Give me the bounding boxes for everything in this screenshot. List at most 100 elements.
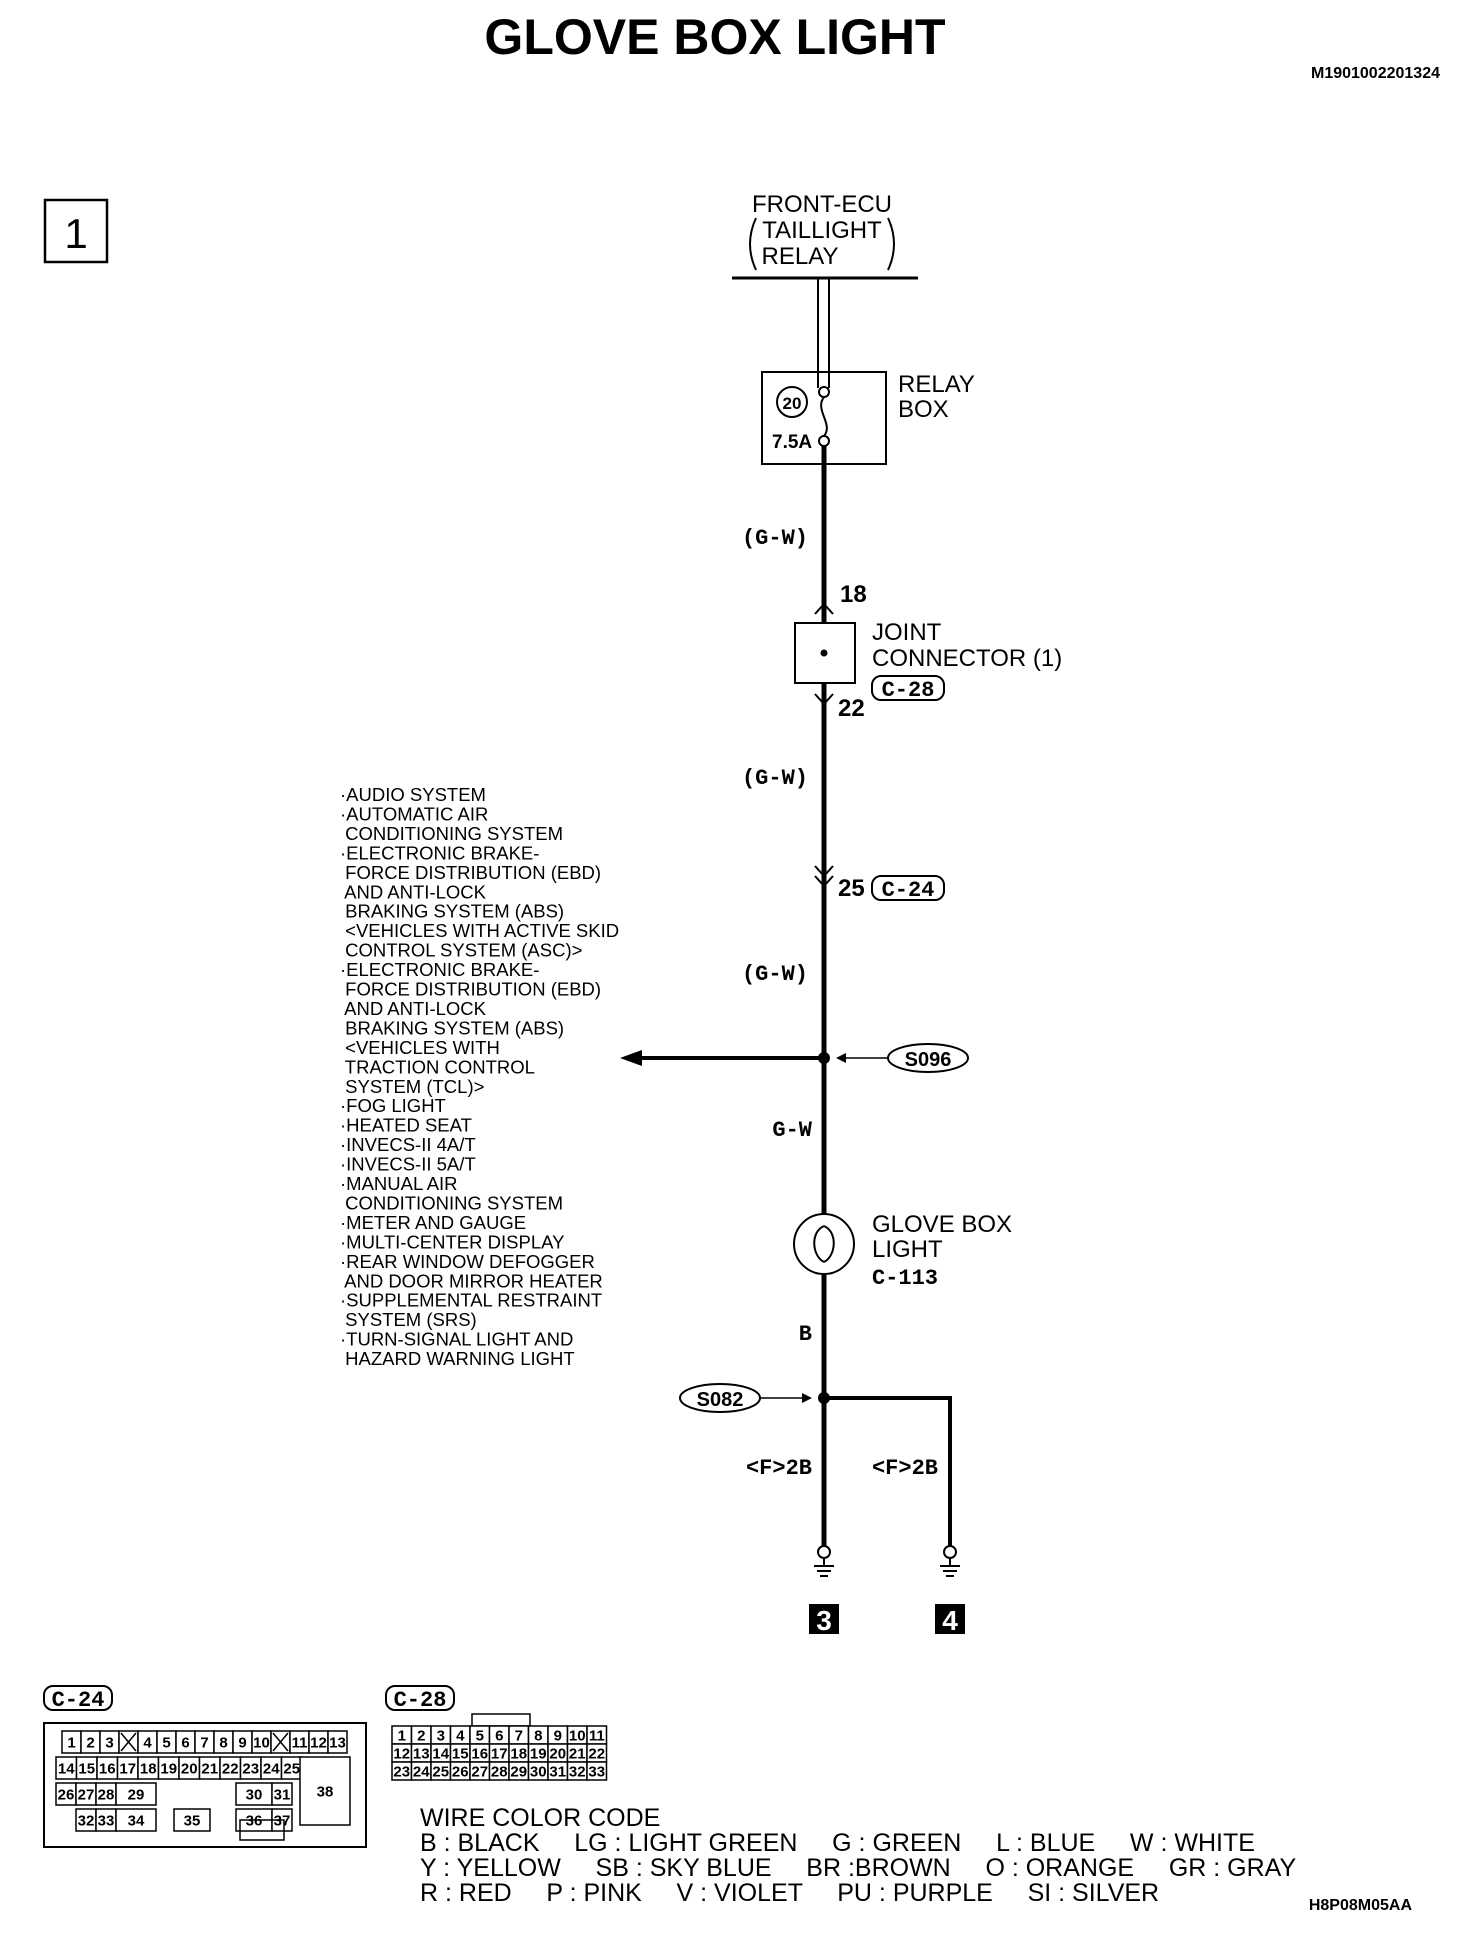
ground-symbol-left [814,1558,834,1577]
ground-wire-right-label: <F>2B [872,1456,938,1481]
system-list-line: TRACTION CONTROL [340,1056,535,1077]
wire-color-gw-3: (G-W) [742,962,808,987]
connector-pin-number: 10 [569,1728,586,1745]
connector-pin-number: 10 [253,1735,270,1752]
system-list-line: ·INVECS-II 5A/T [340,1154,476,1175]
source-sub2: RELAY [762,243,839,270]
connector-pin-number: 8 [534,1728,542,1745]
page-number-box [43,198,109,264]
connector-pin-number: 31 [549,1764,566,1781]
system-list-line: SYSTEM (SRS) [340,1309,477,1330]
connector-pin-number: 15 [78,1761,95,1778]
connector-pin-number: 19 [530,1746,547,1763]
joint-pin-out: 22 [838,695,865,722]
connector-pin-cell [115,1782,157,1806]
connector-pin-number: 2 [417,1728,425,1745]
c24-face-label-frame [43,1685,113,1711]
wire-color-gw-2: (G-W) [742,766,808,791]
connector-pin-number: 3 [437,1728,445,1745]
connector-pin-number: 26 [452,1764,469,1781]
ground-4-box [935,1604,965,1634]
source-sub1: TAILLIGHT [762,217,882,244]
system-list-line: ·HEATED SEAT [340,1115,472,1136]
c24-code-frame [871,875,945,901]
connector-pin-number: 5 [476,1728,484,1745]
glove-box-light-bulb [793,1213,855,1275]
connector-pin-number: 22 [222,1761,239,1778]
connector-pin-number: 11 [589,1728,605,1745]
system-list-line: <VEHICLES WITH [340,1037,500,1058]
connector-pin-blank [120,1732,137,1752]
system-list-line: HAZARD WARNING LIGHT [340,1348,575,1369]
connector-pin-number: 28 [491,1764,508,1781]
joint-code-frame [871,675,945,701]
joint-connector-box [794,622,856,684]
legend-line2: Y : YELLOW SB : SKY BLUE BR :BROWN O : O… [420,1854,1296,1882]
legend-title: WIRE COLOR CODE [420,1804,660,1832]
connector-pin-number: 30 [530,1764,547,1781]
s082-label: S082 [697,1389,744,1411]
relay-box-label2: BOX [898,396,949,423]
connector-pin-number: 17 [491,1746,508,1763]
connector-pin-blank [272,1732,289,1752]
joint-code: C-28 [882,678,935,703]
ground-3-box [809,1604,839,1634]
joint-label2: CONNECTOR (1) [872,645,1062,672]
wire-color-gw-plain: G-W [772,1118,812,1143]
system-list-line: ·FOG LIGHT [340,1095,446,1116]
c28-latch [471,1713,531,1727]
connector-pin-number: 9 [554,1728,562,1745]
fuse-number-circle [776,386,808,418]
connector-pin-number: 23 [393,1764,410,1781]
connector-pin-number: 4 [143,1735,152,1752]
connector-pin-number: 16 [99,1761,116,1778]
connector-pin-number: 12 [393,1746,410,1763]
connector-pin-number: 34 [128,1813,145,1830]
connector-pin-number: 8 [219,1735,227,1752]
connector-pin-number: 25 [432,1764,449,1781]
connector-pin-number: 24 [413,1764,430,1781]
connector-pin-number: 26 [58,1787,75,1804]
connector-pin-number: 13 [413,1746,430,1763]
s096-badge [887,1043,969,1073]
connector-pin-number: 4 [456,1728,465,1745]
connector-pin-number: 35 [184,1813,201,1830]
lamp-label2: LIGHT [872,1236,943,1263]
system-list-line: BRAKING SYSTEM (ABS) [340,1017,564,1038]
connector-pin-number: 19 [160,1761,177,1778]
connector-pin-number: 14 [432,1746,449,1763]
connector-pin-number: 22 [588,1746,605,1763]
s096-label: S096 [905,1049,952,1071]
connector-pin-number: 36 [246,1813,263,1830]
fuse-element [820,396,828,437]
splice-s096-dot [818,1052,830,1064]
bulb-filament [813,1225,835,1263]
legend-line1: B : BLACK LG : LIGHT GREEN G : GREEN L :… [420,1829,1255,1857]
pin-25-arrow-b [814,875,834,888]
joint-pin-in: 18 [840,581,867,608]
connector-pin-number: 33 [98,1813,115,1830]
ground-terminal-left [817,1545,831,1559]
c24-latch [239,1819,285,1841]
fuse-terminal-top [818,386,830,398]
relay-box-label1: RELAY [898,371,975,398]
pin-25-arrow-a [814,865,834,878]
connector-pin-number: 30 [246,1787,263,1804]
connector-pin-number: 2 [86,1735,94,1752]
ground-3-number: 3 [816,1605,832,1636]
fuse-number: 20 [783,394,802,413]
figure-code: H8P08M05AA [1309,1897,1413,1914]
connector-pin-number: 1 [398,1728,406,1745]
connector-pin-number: 14 [58,1761,75,1778]
ground-wire-left-label: <F>2B [746,1456,812,1481]
connector-pin-number: 6 [495,1728,503,1745]
connector-pin-cell [327,1730,348,1754]
document-id: M1901002201324 [1311,65,1440,82]
system-list-line: ·AUDIO SYSTEM [340,784,486,805]
connector-pin-cell [299,1756,351,1826]
system-list-line: FORCE DISTRIBUTION (EBD) [340,979,601,1000]
joint-label1: JOINT [872,619,942,646]
